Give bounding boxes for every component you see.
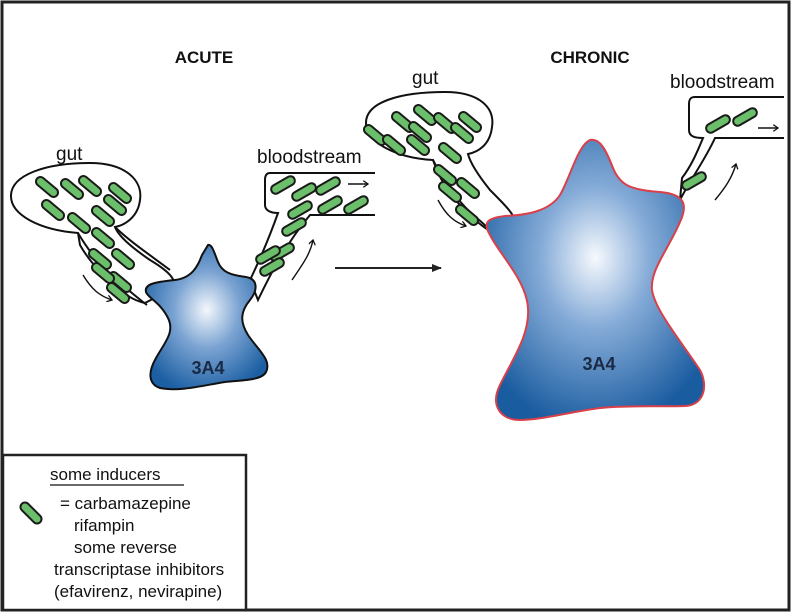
pill-icon — [437, 181, 463, 203]
chronic-panel: CHRONIC gut bloodstream 3A4 — [362, 48, 784, 422]
pill-icon — [681, 171, 707, 191]
chronic-absorption-arrow — [437, 199, 466, 226]
pill-icon — [255, 245, 281, 265]
pill-icon — [77, 175, 103, 197]
pill-icon — [90, 227, 116, 249]
pill-icon — [259, 257, 285, 277]
chronic-enzyme-label: 3A4 — [582, 354, 615, 374]
pill-icon — [432, 164, 458, 186]
pill-icon — [705, 114, 731, 134]
pill-icon — [281, 217, 307, 237]
pill-icon — [291, 182, 317, 202]
chronic-efflux-arrow — [714, 164, 736, 201]
legend-line-4: transcriptase inhibitors — [54, 560, 224, 579]
acute-gut-label: gut — [56, 144, 83, 165]
pill-icon — [449, 122, 475, 144]
pill-icon — [270, 175, 296, 195]
pill-icon — [287, 200, 313, 220]
pill-icon — [405, 134, 431, 156]
pill-icon — [315, 176, 341, 196]
pill-icon — [437, 142, 463, 164]
acute-gut-tube-edge — [114, 226, 171, 271]
pill-icon — [454, 204, 480, 226]
acute-title: ACUTE — [175, 48, 234, 67]
legend-line-3: some reverse — [74, 538, 177, 557]
pill-icon — [90, 262, 116, 284]
chronic-bloodstream-label: bloodstream — [670, 72, 775, 93]
legend-line-2: rifampin — [74, 516, 134, 535]
legend-line-5: (efavirenz, nevirapine) — [54, 582, 222, 601]
chronic-gut-label: gut — [412, 68, 439, 89]
chronic-gut-pills — [362, 104, 483, 226]
legend-line-1: = carbamazepine — [60, 494, 191, 513]
acute-blood-pills — [255, 175, 369, 277]
acute-panel: ACUTE gut bloodstream 3A4 — [9, 48, 375, 391]
pill-icon — [407, 121, 433, 143]
acute-efflux-arrow — [291, 240, 313, 281]
pill-icon — [90, 205, 116, 227]
acute-absorption-arrow — [82, 274, 112, 300]
pill-icon — [59, 178, 85, 200]
pill-icon — [412, 104, 438, 126]
pill-icon — [110, 248, 136, 270]
acute-enzyme-label: 3A4 — [191, 358, 224, 378]
pill-icon — [34, 176, 60, 198]
pill-icon — [343, 195, 369, 215]
chronic-title: CHRONIC — [550, 48, 629, 67]
legend-box: some inducers = carbamazepine rifampin s… — [1, 453, 248, 612]
pill-icon — [105, 282, 131, 304]
chronic-blood-pills — [681, 107, 758, 191]
pill-icon — [732, 107, 758, 127]
pill-icon — [457, 111, 483, 133]
legend-heading: some inducers — [50, 465, 161, 484]
chronic-3a4-enzyme — [485, 138, 706, 422]
pill-icon — [107, 182, 133, 204]
pill-icon — [455, 177, 481, 199]
pill-icon — [19, 501, 43, 525]
pill-icon — [40, 199, 66, 221]
legend-pill-icon — [19, 501, 43, 525]
acute-gut-pills — [34, 175, 136, 304]
acute-3a4-enzyme — [144, 243, 269, 391]
pill-icon — [317, 195, 343, 215]
pill-icon — [102, 194, 128, 216]
acute-bloodstream-label: bloodstream — [257, 147, 362, 168]
pill-icon — [381, 134, 407, 156]
pill-icon — [66, 212, 92, 234]
